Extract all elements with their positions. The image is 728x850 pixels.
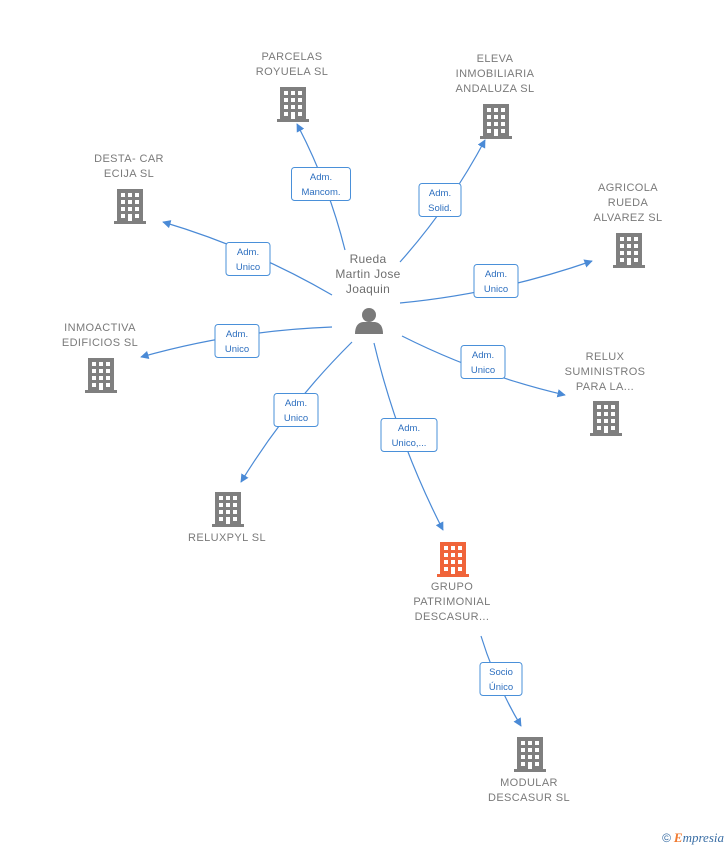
company-name-line: AGRICOLA <box>598 182 658 194</box>
company-node-agricola[interactable]: AGRICOLA RUEDA ALVAREZ SL <box>593 182 662 268</box>
company-name-line: INMOACTIVA <box>64 322 136 334</box>
company-name-line: ALVAREZ SL <box>593 212 662 224</box>
company-node-eleva[interactable]: ELEVA INMOBILIARIA ANDALUZA SL <box>456 53 535 139</box>
role-text-line: Solid. <box>428 203 452 214</box>
role-badge-reluxpyl[interactable]: Adm. Unico <box>273 393 319 427</box>
footer-brand[interactable]: ©Empresia <box>662 830 724 846</box>
building-icon <box>85 358 117 393</box>
company-name-line: RELUXPYL SL <box>188 532 266 544</box>
role-text-line: Adm. <box>285 398 307 409</box>
role-badge-box <box>291 167 351 201</box>
role-badge-inmoactiva[interactable]: Adm. Unico <box>214 324 260 358</box>
role-text-line: Único <box>489 682 513 693</box>
company-node-relux[interactable]: RELUX SUMINISTROS PARA LA... <box>565 351 646 436</box>
company-name-line: INMOBILIARIA <box>456 68 535 80</box>
role-text-line: Adm. <box>429 188 451 199</box>
role-badge-box <box>380 418 438 452</box>
role-badge-agricola[interactable]: Adm. Unico <box>473 264 519 298</box>
role-text-line: Adm. <box>472 350 494 361</box>
building-icon <box>437 542 469 577</box>
person-icon <box>355 308 383 334</box>
company-name-line: RUEDA <box>608 197 649 209</box>
company-node-reluxpyl[interactable]: RELUXPYL SL <box>188 492 266 544</box>
company-name-line: SUMINISTROS <box>565 366 646 378</box>
company-name-line: EDIFICIOS SL <box>62 337 138 349</box>
role-badge-desta[interactable]: Adm. Unico <box>225 242 271 276</box>
role-badge-relux[interactable]: Adm. Unico <box>460 345 506 379</box>
role-text-line: Unico <box>484 284 508 295</box>
building-icon <box>114 189 146 224</box>
building-icon <box>212 492 244 527</box>
role-badge-box <box>473 264 519 298</box>
role-text-line: Unico <box>236 262 260 273</box>
building-icon <box>480 104 512 139</box>
person-name-line: Rueda <box>350 252 387 266</box>
building-icon <box>613 233 645 268</box>
company-node-desta[interactable]: DESTA- CAR ECIJA SL <box>94 153 164 224</box>
company-node-grupo[interactable]: GRUPO PATRIMONIAL DESCASUR... <box>413 542 490 623</box>
role-text-line: Adm. <box>310 172 332 183</box>
company-name-line: ANDALUZA SL <box>456 83 535 95</box>
role-text-line: Adm. <box>485 269 507 280</box>
role-text-line: Unico <box>284 413 308 424</box>
role-badge-grupo[interactable]: Adm. Unico,... <box>380 418 438 452</box>
person-name-line: Joaquin <box>346 282 390 296</box>
building-icon <box>277 87 309 122</box>
company-name-line: ROYUELA SL <box>256 66 328 78</box>
role-text-line: Adm. <box>226 329 248 340</box>
copyright-symbol: © <box>662 831 671 845</box>
role-text-line: Adm. <box>398 423 420 434</box>
edges-layer <box>140 123 593 727</box>
person-name-line: Martin Jose <box>335 267 400 281</box>
role-badge-box <box>460 345 506 379</box>
brand-name: mpresia <box>682 830 724 845</box>
role-text-line: Adm. <box>237 247 259 258</box>
company-name-line: MODULAR <box>500 777 558 789</box>
role-text-line: Unico <box>471 365 495 376</box>
building-icon <box>514 737 546 772</box>
role-badge-box <box>225 242 271 276</box>
company-node-inmoactiva[interactable]: INMOACTIVA EDIFICIOS SL <box>62 322 138 393</box>
role-text-line: Mancom. <box>301 187 340 198</box>
role-badge-box <box>273 393 319 427</box>
role-text-line: Socio <box>489 667 513 678</box>
role-badge-parcelas[interactable]: Adm. Mancom. <box>291 167 351 201</box>
company-name-line: DESCASUR SL <box>488 792 570 804</box>
company-name-line: RELUX <box>586 351 625 363</box>
company-name-line: GRUPO <box>431 581 473 593</box>
company-name-line: DESTA- CAR <box>94 153 164 165</box>
role-text-line: Unico <box>225 344 249 355</box>
building-icon <box>590 401 622 436</box>
brand-logo-letter: E <box>673 830 683 845</box>
company-node-modular[interactable]: MODULAR DESCASUR SL <box>488 737 570 804</box>
company-node-parcelas[interactable]: PARCELAS ROYUELA SL <box>256 51 328 122</box>
role-badge-box <box>418 183 462 217</box>
role-badge-eleva[interactable]: Adm. Solid. <box>418 183 462 217</box>
company-name-line: PATRIMONIAL <box>413 596 490 608</box>
company-name-line: PARA LA... <box>576 381 634 393</box>
role-badge-box <box>214 324 260 358</box>
company-name-line: DESCASUR... <box>415 611 490 623</box>
company-name-line: ECIJA SL <box>104 168 154 180</box>
roles-layer: Adm.Mancom.Adm.Solid.Adm.UnicoAdm.UnicoA… <box>214 167 523 696</box>
role-text-line: Unico,... <box>392 438 427 449</box>
role-badge-box <box>479 662 523 696</box>
company-name-line: ELEVA <box>477 53 514 65</box>
company-name-line: PARCELAS <box>261 51 322 63</box>
